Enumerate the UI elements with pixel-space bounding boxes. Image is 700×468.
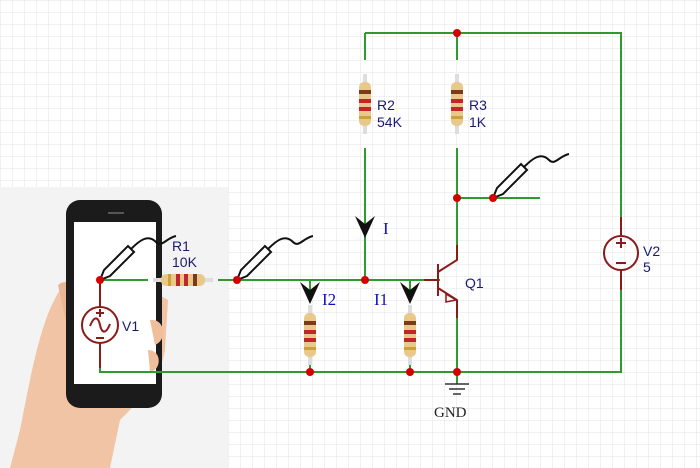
- q1-name-label: Q1: [465, 275, 484, 291]
- r2-name-label: R2: [377, 97, 395, 113]
- r3-name-label: R3: [469, 97, 487, 113]
- current-i1-label: I1: [374, 290, 388, 309]
- current-i2-label: I2: [322, 290, 336, 309]
- junction-nodes: [96, 29, 497, 376]
- gnd-label: GND: [434, 405, 467, 421]
- r3-value-label: 1K: [469, 114, 487, 130]
- r2-value-label: 54K: [377, 114, 403, 130]
- v1-name-label: V1: [122, 318, 139, 334]
- npn-transistor-q1[interactable]: [424, 245, 459, 318]
- r1-value-label: 10K: [172, 254, 198, 270]
- current-i-label: I: [383, 219, 389, 238]
- ac-source-v1[interactable]: [81, 280, 119, 368]
- phone-in-hand-image: [0, 187, 228, 468]
- v2-name-label: V2: [643, 243, 660, 259]
- ground-symbol: [445, 383, 469, 395]
- r1-name-label: R1: [172, 238, 190, 254]
- dc-source-v2[interactable]: [603, 217, 639, 290]
- v2-value-label: 5: [643, 259, 651, 275]
